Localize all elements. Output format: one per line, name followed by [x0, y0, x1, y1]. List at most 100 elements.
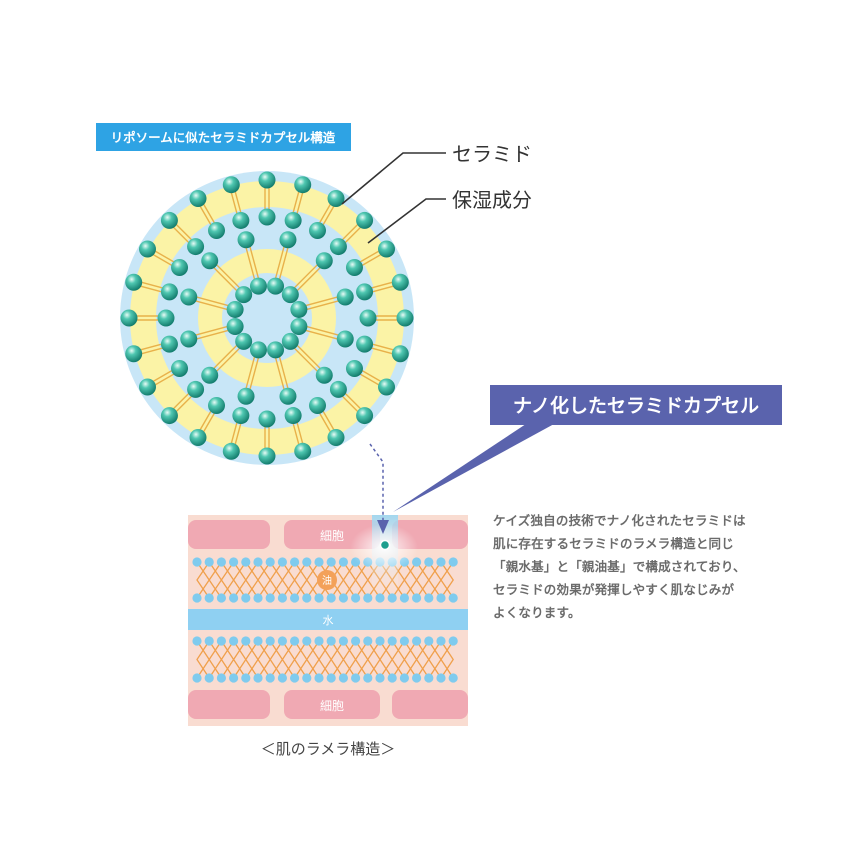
lipid-tail: [232, 561, 247, 599]
lipid-head: [424, 593, 434, 603]
ceramide-head: [201, 252, 219, 270]
lipid-tail: [318, 640, 332, 679]
ceramide-head: [309, 396, 326, 414]
ceramide-head: [160, 335, 178, 353]
oil-label: 油: [322, 574, 332, 587]
lipid-head: [253, 673, 263, 683]
ceramide-head: [187, 238, 205, 256]
lipid-head: [241, 636, 251, 646]
ceramide-head: [222, 442, 240, 460]
ceramide-head: [391, 345, 409, 363]
ceramide-head: [171, 259, 189, 276]
lipid-head: [192, 673, 202, 683]
ceramide-head: [281, 332, 299, 350]
lipid-head: [338, 673, 348, 683]
lipid-head: [448, 673, 458, 683]
lipid-tail: [196, 561, 210, 599]
lipid-tail: [440, 640, 454, 679]
ceramide-head: [315, 366, 333, 384]
ceramide-head: [359, 309, 377, 327]
lipid-tail: [415, 561, 430, 599]
ceramide-head: [180, 330, 198, 348]
label-leaders: [341, 152, 446, 244]
ceramide-head: [329, 380, 347, 398]
cell-label-top: 細胞: [320, 529, 344, 543]
capsule-outer-ring: [130, 181, 404, 455]
lipid-head: [338, 636, 348, 646]
ceramide-head: [258, 410, 276, 428]
lipid-head: [253, 557, 263, 567]
lipid-head: [314, 673, 324, 683]
lipid-tail: [403, 561, 418, 599]
ceramide-head: [258, 208, 276, 226]
lipid-head: [253, 636, 263, 646]
lipid-tail: [354, 561, 369, 599]
lipid-head: [412, 593, 422, 603]
lipid-head: [302, 673, 312, 683]
lipid-head: [412, 636, 422, 646]
lipid-head: [216, 557, 226, 567]
lipid-head: [387, 593, 397, 603]
lipid-tail: [428, 561, 442, 599]
ceramide-head: [309, 222, 326, 240]
lipid-tail: [257, 640, 271, 679]
lipid-tail: [440, 640, 454, 679]
lipid-head: [290, 673, 300, 683]
lipid-head: [204, 673, 214, 683]
ceramide-head: [201, 366, 219, 384]
lipid-head: [253, 593, 263, 603]
ceramide-head: [222, 176, 240, 194]
description-line: セラミドの効果が発揮しやすく肌なじみが: [493, 582, 735, 597]
lipid-head: [216, 673, 226, 683]
lipid-head: [363, 636, 373, 646]
lipid-head: [302, 636, 312, 646]
ceramide-head: [267, 277, 285, 295]
ceramide-head: [157, 309, 175, 327]
lipid-tail: [281, 561, 296, 599]
lipid-head: [265, 557, 275, 567]
lipid-tail: [269, 561, 283, 599]
ceramide-head: [378, 240, 396, 258]
lipid-head: [387, 673, 397, 683]
callout-text: ナノ化したセラミドカプセル: [513, 394, 759, 417]
ceramide-head: [290, 318, 308, 336]
ceramide-head: [125, 273, 143, 291]
lipid-tail: [440, 561, 454, 599]
ceramide-head: [356, 283, 374, 301]
lipid-head: [436, 593, 446, 603]
lipid-head: [265, 673, 275, 683]
ceramide-head: [180, 288, 198, 306]
lipid-head: [412, 557, 422, 567]
lipid-head: [314, 636, 324, 646]
ceramide-head: [160, 407, 178, 425]
lipid-tail: [403, 640, 418, 679]
oil-marker: [317, 570, 337, 590]
ceramide-head: [189, 189, 207, 207]
lipid-tail: [257, 561, 271, 599]
ceramide-head: [356, 211, 374, 229]
title-badge: リポソームに似たセラミドカプセル構造: [96, 123, 351, 151]
cell-label-bottom: 細胞: [320, 699, 344, 713]
lipid-tail: [220, 561, 235, 599]
ceramide-head: [249, 277, 267, 295]
lipid-head: [399, 593, 409, 603]
lipid-head: [375, 673, 385, 683]
ceramide-head: [356, 335, 374, 353]
nano-capsule-callout: ナノ化したセラミドカプセル: [393, 385, 782, 512]
lipid-tail: [306, 561, 320, 599]
water-band: [188, 609, 468, 630]
lipid-head: [277, 636, 287, 646]
ceramide-head: [249, 341, 267, 359]
lipid-head: [338, 557, 348, 567]
lipid-head: [326, 593, 336, 603]
lipid-tail: [245, 640, 259, 679]
lipid-tail: [415, 640, 430, 679]
cell-block: [392, 690, 468, 719]
lipid-tail: [269, 640, 283, 679]
ceramide-head: [208, 222, 225, 240]
lipid-head: [241, 593, 251, 603]
lipid-head: [351, 673, 361, 683]
ceramide-head: [267, 341, 285, 359]
lipid-head: [277, 557, 287, 567]
